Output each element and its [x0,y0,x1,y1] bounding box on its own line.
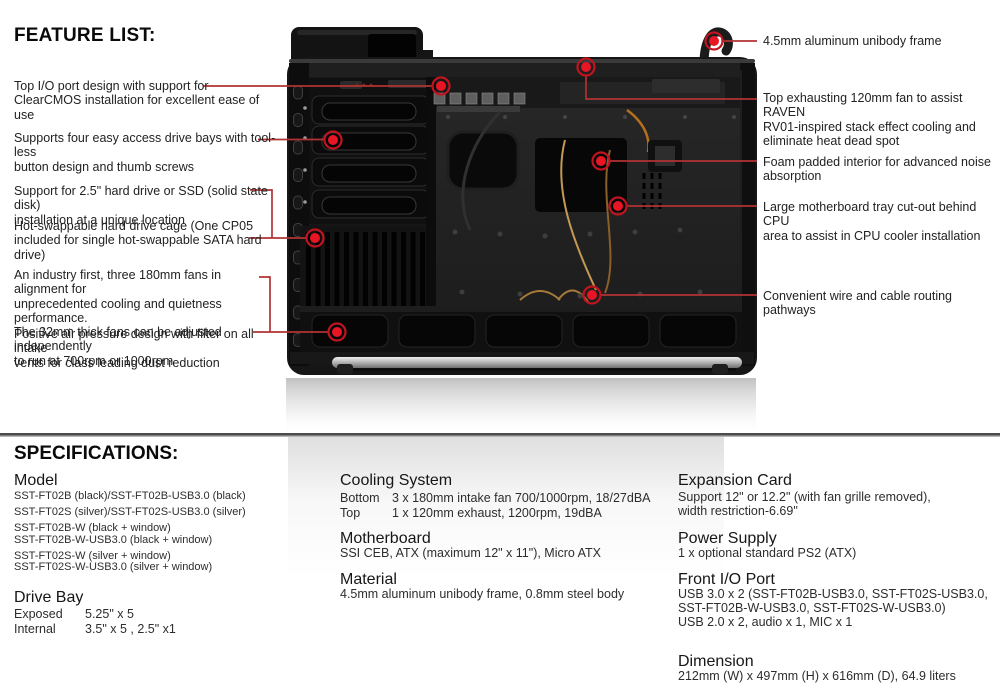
callout-marker-icon [704,31,724,51]
callout-marker-icon [431,76,451,96]
spec-power-supply-value: 1 x optional standard PS2 (ATX) [678,546,857,560]
spec-dimension-value: 212mm (W) x 497mm (H) x 616mm (D), 64.9 … [678,669,956,683]
callout-marker-icon [582,285,602,305]
cooling-label: Bottom [340,491,380,505]
feature-item: Hot-swappable hard drive cage (One CP05 … [14,219,262,262]
spec-heading-material: Material [340,571,397,588]
cooling-value: 3 x 180mm intake fan 700/1000rpm, 18/27d… [392,491,651,505]
case-interior-photo [203,27,757,433]
drive-bay-value: 5.25" x 5 [85,607,134,621]
cooling-label: Top [340,506,361,521]
spec-heading-drive-bay: Drive Bay [14,589,84,606]
feature-item: Support for 2.5" hard drive or SSD (soli… [14,184,268,227]
section-divider [0,433,1000,437]
callout-lines [203,40,757,333]
callout-marker-icon [576,57,596,77]
feature-item: Foam padded interior for advanced noise … [763,155,991,184]
feature-item: Large motherboard tray cut-out behind CP… [763,200,981,243]
specifications-title: SPECIFICATIONS: [14,443,179,464]
spec-cooling-rows: Bottom 3 x 180mm intake fan 700/1000rpm,… [340,491,651,521]
case-photo [286,27,757,433]
case-reflection [286,378,756,433]
callout-markers [305,31,724,342]
model-entry: SST-FT02S (silver)/SST-FT02S-USB3.0 (sil… [14,506,246,519]
spec-material-value: 4.5mm aluminum unibody frame, 0.8mm stee… [340,587,625,601]
drive-bay-value: 3.5" x 5 , 2.5" x1 [85,622,176,637]
callout-marker-icon [305,228,325,248]
feature-item: Top I/O port design with support for Cle… [14,79,260,122]
drive-bay-label: Exposed [14,607,63,621]
model-entry: SST-FT02B (black)/SST-FT02B-USB3.0 (blac… [14,490,246,502]
drive-bay-label: Internal [14,622,56,637]
feature-item: 4.5mm aluminum unibody frame [763,34,942,48]
feature-item: Convenient wire and cable routing pathwa… [763,289,953,318]
spec-heading-model: Model [14,472,58,489]
model-entry: SST-FT02B-W (black + window) SST-FT02B-W… [14,522,213,546]
feature-item: Top exhausting 120mm fan to assist RAVEN… [763,91,976,148]
model-entry: SST-FT02S-W (silver + window) SST-FT02S-… [14,549,213,574]
feature-list-title: FEATURE LIST: [14,25,156,46]
spec-heading-power-supply: Power Supply [678,530,777,547]
spec-heading-motherboard: Motherboard [340,530,431,547]
spec-drive-bay-rows: Exposed 5.25" x 5 Internal 3.5" x 5 , 2.… [14,607,176,637]
feature-section: FEATURE LIST: Top I/O port design with s… [14,25,991,433]
spec-expansion-card-value: Support 12" or 12.2" (with fan grille re… [678,490,931,518]
feature-item: Supports four easy access drive bays wit… [14,131,276,174]
spec-heading-expansion-card: Expansion Card [678,472,792,489]
spec-motherboard-value: SSI CEB, ATX (maximum 12" x 11"), Micro … [340,546,602,560]
specifications-section: SPECIFICATIONS: Model SST-FT02B (black)/… [0,437,1000,697]
case-reflection-fade [288,437,724,577]
feature-item: An industry first, three 180mm fans in a… [14,268,222,368]
spec-heading-dimension: Dimension [678,653,754,670]
callout-marker-icon [323,130,343,150]
spec-heading-front-io: Front I/O Port [678,571,775,588]
cooling-value: 1 x 120mm exhaust, 1200rpm, 19dBA [392,506,602,521]
spec-heading-cooling: Cooling System [340,472,453,489]
feature-item: Positive air pressure design with filter… [14,327,254,370]
callout-marker-icon [591,151,611,171]
spec-model-list: SST-FT02B (black)/SST-FT02B-USB3.0 (blac… [14,490,246,579]
callout-marker-icon [608,196,628,216]
callout-marker-icon [327,322,347,342]
spec-front-io-value: USB 3.0 x 2 (SST-FT02B-USB3.0, SST-FT02S… [678,587,988,629]
